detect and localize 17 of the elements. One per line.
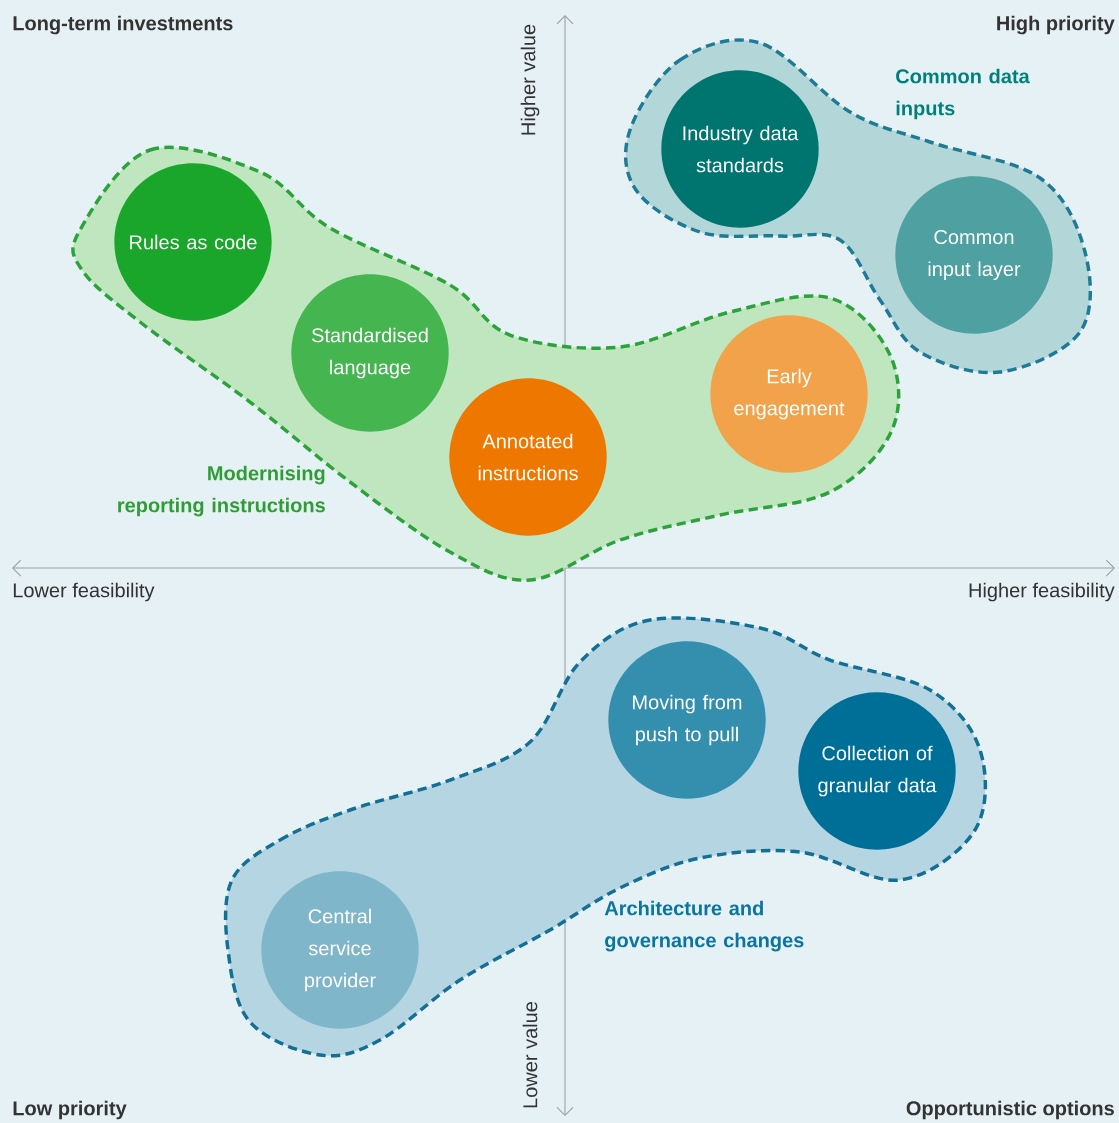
circle-node: Rules as code	[114, 163, 272, 321]
axis-label: High priority	[997, 15, 1115, 35]
circle-node: Moving from push to pull	[608, 641, 766, 799]
axis-label: Low priority	[13, 1100, 127, 1120]
axis-label: Higher value	[520, 24, 540, 135]
axis-label: Lower value	[522, 1002, 538, 1108]
circle-node: Collection of granular data	[798, 692, 956, 850]
circle-node: Early engagement	[710, 315, 868, 473]
circle-node: Common input layer	[895, 176, 1053, 334]
axis-label: Opportunistic options	[906, 1100, 1114, 1120]
axis-label: Lower feasibility	[13, 582, 155, 602]
axis-label: Higher feasibility	[969, 582, 1115, 602]
axis-label: Long-term investments	[13, 15, 233, 35]
circle-node: Central service provider	[261, 871, 419, 1029]
circle-node: Standardised language	[291, 274, 449, 432]
circle-node: Industry data standards	[661, 70, 819, 228]
circle-node: Annotated instructions	[449, 378, 607, 536]
